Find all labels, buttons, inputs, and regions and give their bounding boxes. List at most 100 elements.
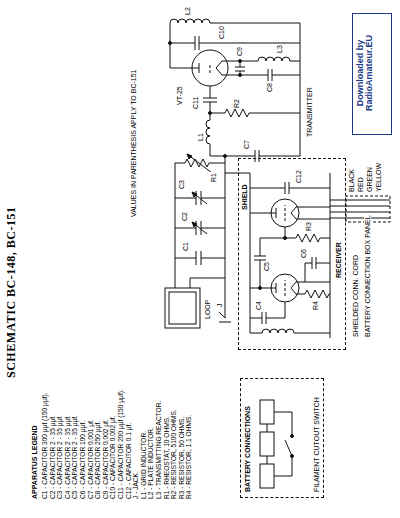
- transmitter-circuit-stroke: [258, 57, 300, 61]
- legend-entry: C1 - CAPACITOR 300 μμf (150 μμf).: [42, 391, 49, 500]
- component-label: J: [216, 303, 223, 309]
- shielded-cord: [330, 196, 390, 222]
- transmitter-circuit-stroke: [203, 98, 217, 120]
- component-label: C10: [218, 25, 225, 40]
- legend-entry: C7 - CAPACITOR 0.001 μf.: [88, 418, 95, 500]
- component-label: C12: [295, 169, 302, 184]
- transmitter-circuit-stroke: [216, 61, 268, 75]
- transmitter-circuit-stroke: [300, 23, 301, 156]
- transmitter-circuit-stroke: [206, 120, 300, 162]
- loop-circuit-stroke: [175, 221, 225, 235]
- receiver-circuit-stroke: [285, 234, 330, 242]
- component-label: R1: [210, 172, 217, 183]
- shield-box: SHIELDRECEIVER: [238, 158, 346, 350]
- box-heading: Downloaded by RadioAmateur.EU: [356, 17, 375, 129]
- battery-connection-box: BATTERY CONNECTIONS FILAMENT CUTOUT SWITC…: [240, 378, 324, 498]
- loop-circuit-stroke: [175, 154, 225, 173]
- shielded-cord-stroke: [330, 200, 390, 218]
- loop-circuit-stroke: [219, 278, 231, 322]
- legend-entry: R2 - RESISTOR, 5100 OHMS.: [171, 408, 178, 500]
- wire-color-label: YELLOW: [375, 162, 382, 193]
- legend-entry: C5 - CAPACITOR 2 - 35 μμf.: [72, 414, 79, 500]
- loop-circuit-stroke: [175, 251, 225, 265]
- component-label: L2: [184, 6, 191, 16]
- receiver-circuit-stroke: [259, 287, 262, 290]
- loop-circuit-stroke: [175, 156, 225, 288]
- transmitter-circuit-stroke: [210, 63, 211, 73]
- legend-entry: C11 - CAPACITOR 200 μμf (150 μμf).: [118, 388, 125, 500]
- legend-entry: C8 - CAPACITOR 250 μμf.: [95, 420, 102, 500]
- legend-entry: R3 - RESISTOR, 50 OHMS.: [179, 416, 186, 500]
- legend-entry: J - JACK.: [133, 470, 140, 500]
- component-label: C4: [255, 300, 262, 311]
- legend-entry: L3 - TRANSMITTING REACTOR.: [156, 400, 163, 500]
- component-label: C8: [266, 82, 273, 93]
- diagram-title: SCHEMATIC BC-148, BC-151: [5, 207, 17, 378]
- component-label: C1: [182, 241, 189, 252]
- component-label: R2: [233, 98, 240, 109]
- battery-sketch-stroke: [291, 455, 294, 458]
- transmitter-circuit-stroke: [210, 86, 211, 98]
- legend-entry: C2 - CAPACITOR 2 - 35 μμf.: [50, 414, 57, 500]
- transmitter-circuit-stroke: [170, 19, 300, 23]
- component-label: L3: [276, 44, 283, 54]
- values-note: VALUES IN PARENTHESIS APPLY TO BC-151: [130, 69, 137, 218]
- receiver-circuit-stroke: [285, 280, 286, 296]
- battery-sketch-stroke: [291, 435, 294, 438]
- wire-color-label: GREEN: [366, 166, 373, 193]
- component-label: C3: [178, 179, 185, 190]
- transmitter-circuit: [169, 19, 301, 162]
- transmitter-circuit-stroke: [239, 74, 242, 77]
- component-label: C11: [192, 96, 199, 110]
- legend-heading: APPARATUS LEGEND: [31, 424, 38, 500]
- legend-entry: L2 - PLATE INDUCTOR.: [148, 426, 155, 500]
- legend-entry: C10 - CAPACITOR 0.002 μf.: [110, 415, 117, 500]
- transmitter-circuit-stroke: [210, 109, 300, 117]
- legend-entry: L1 - GRID INDUCTOR.: [141, 430, 148, 500]
- legend-entry: C3 - CAPACITOR 2 - 35 μμf.: [57, 414, 64, 500]
- tube-label: VT-25: [176, 85, 183, 106]
- battery-sketch: [260, 400, 294, 488]
- transmitter-circuit-stroke: [209, 112, 212, 115]
- transmitter-circuit-stroke: [239, 60, 242, 63]
- transmitter-circuit-stroke: [235, 61, 245, 75]
- legend-entry: R4 - RESISTOR, 1.1 OHMS.: [186, 414, 193, 500]
- receiver-circuit-stroke: [250, 207, 330, 219]
- receiver-circuit-stroke: [250, 182, 330, 194]
- component-label: C6: [300, 248, 307, 259]
- component-label: LOOP: [204, 299, 211, 320]
- receiver-circuit-stroke: [305, 257, 330, 282]
- transmitter-circuit-stroke: [169, 42, 172, 45]
- loop-circuit-stroke: [187, 154, 192, 159]
- battery-sketch-stroke: [260, 400, 274, 424]
- wire-color-label: BLACK: [348, 168, 355, 193]
- battery-sketch-stroke: [260, 464, 274, 488]
- legend-entry: C12 - CAPACITOR 0.1 μf.: [126, 422, 133, 500]
- battery-sketch-stroke: [267, 412, 292, 476]
- receiver-circuit-stroke: [250, 173, 330, 338]
- legend-entry: R1 - RHEOSTAT, 10 OHMS.: [164, 415, 171, 500]
- box-caption: FILAMENT CUTOUT SWITCH: [313, 396, 320, 493]
- component-label: L1: [197, 132, 204, 142]
- box-heading: BATTERY CONNECTIONS: [244, 405, 251, 493]
- receiver-circuit-stroke: [250, 282, 296, 294]
- legend-entry: C6 - CAPACITOR 100 μμf.: [80, 420, 87, 500]
- section-label: TRANSMITTER: [306, 86, 313, 138]
- loop-circuit-stroke: [165, 288, 200, 328]
- receiver-circuit-stroke: [284, 237, 287, 240]
- cord-note: BATTERY CONNECTION BOX PANEL: [364, 214, 371, 338]
- component-label: R4: [312, 300, 319, 311]
- legend-entry: C9 - CAPACITOR 0.002 μf.: [103, 418, 110, 500]
- loop-circuit-stroke: [224, 155, 227, 158]
- watermark-box: Downloaded by RadioAmateur.EU: [352, 13, 392, 135]
- component-label: C2: [181, 211, 188, 222]
- receiver-circuit-stroke: [285, 205, 286, 221]
- component-label: C9: [236, 46, 243, 57]
- loop-circuit-stroke: [192, 222, 197, 227]
- receiver-circuit-stroke: [296, 282, 330, 298]
- component-label: C5: [263, 261, 270, 272]
- component-label: C7: [243, 139, 250, 150]
- cord-note: SHIELDED CONN. CORD: [352, 254, 359, 338]
- transmitter-circuit-stroke: [268, 69, 300, 81]
